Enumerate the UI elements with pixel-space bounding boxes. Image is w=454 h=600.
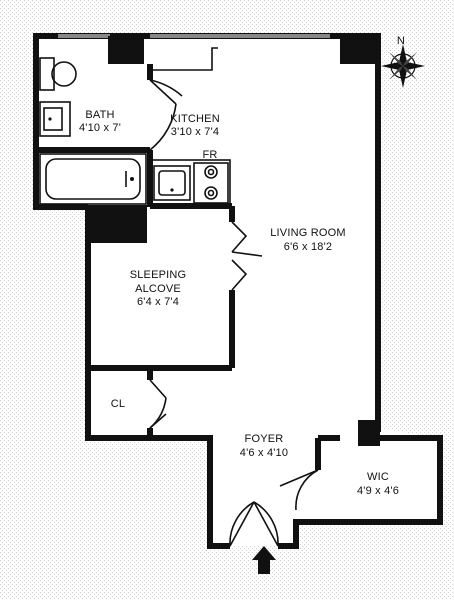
foyer-label: FOYER <box>245 433 284 445</box>
living-room-dims: 6'6 x 18'2 <box>284 241 332 253</box>
entry-arrow-icon <box>252 546 276 574</box>
bath-door <box>149 79 183 151</box>
compass-rose-icon <box>381 44 425 88</box>
alcove-bifold-door <box>231 221 263 291</box>
bathtub-icon <box>39 153 147 205</box>
compass-north-label: N <box>397 35 405 47</box>
apartment-interior <box>36 36 440 546</box>
bath-sink-icon <box>39 101 71 137</box>
wic-label: WIC <box>367 471 389 483</box>
kitchen-counter <box>149 159 231 207</box>
toilet-icon <box>39 57 77 91</box>
structural-columns <box>85 36 380 446</box>
kitchen-dims: 3'10 x 7'4 <box>171 126 219 138</box>
kitchen-upper-counter <box>149 47 218 71</box>
kitchen-sink-icon <box>153 165 191 201</box>
sleeping-alcove-dims: 6'4 x 7'4 <box>137 296 179 308</box>
sleeping-alcove-label-line1: SLEEPING <box>130 269 187 281</box>
closet-door <box>149 379 167 429</box>
fridge-label: FR <box>202 149 217 161</box>
stove-icon <box>193 162 229 204</box>
bath-dims: 4'10 x 7' <box>79 122 121 134</box>
foyer-dims: 4'6 x 4'10 <box>240 447 288 459</box>
wic-dims: 4'9 x 4'6 <box>357 485 399 497</box>
living-room-label: LIVING ROOM <box>270 227 346 239</box>
outer-walls <box>33 33 443 549</box>
closet-label: CL <box>111 398 125 410</box>
sleeping-alcove-label-line2: ALCOVE <box>135 283 181 295</box>
bath-label: BATH <box>85 109 114 121</box>
wic-door <box>279 469 319 511</box>
entry-door <box>229 501 279 547</box>
kitchen-label: KITCHEN <box>170 113 220 125</box>
